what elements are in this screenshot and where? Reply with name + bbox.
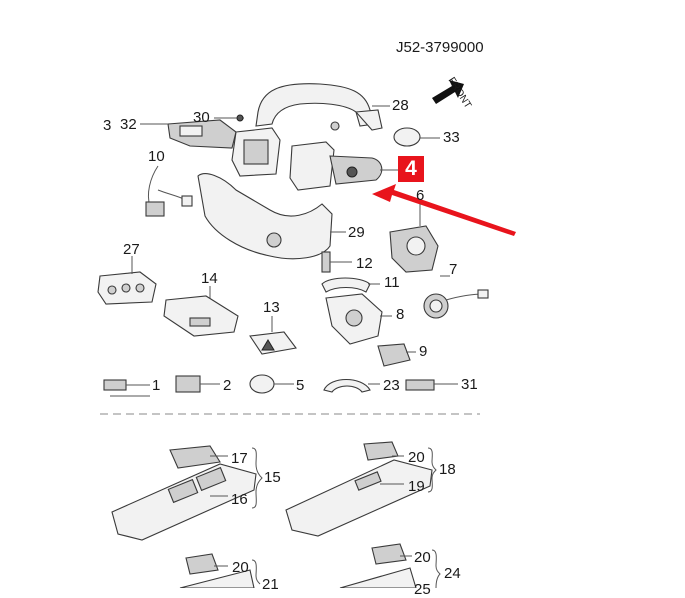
part-33-cap	[393, 127, 440, 147]
callout-25: 25	[414, 581, 431, 598]
part-11-bracket	[321, 277, 380, 293]
callout-15: 15	[264, 469, 281, 486]
callout-2: 2	[223, 377, 232, 394]
callout-11: 11	[384, 274, 400, 291]
callout-12: 12	[356, 255, 373, 272]
callout-18: 18	[439, 461, 456, 478]
callout-3: 3	[103, 117, 112, 134]
part-1-switch	[103, 379, 150, 397]
part-27-switch-panel	[97, 256, 157, 305]
part-28-upper-shroud	[256, 84, 390, 130]
callout-14: 14	[201, 270, 218, 287]
front-arrow-icon	[432, 80, 464, 104]
part-clock-spring	[214, 114, 281, 177]
part-24-window-switch-panel	[339, 543, 417, 588]
part-9-switch	[377, 343, 416, 367]
callout-9: 9	[419, 343, 428, 360]
callout-33: 33	[443, 129, 460, 146]
callout-7: 7	[449, 261, 458, 278]
part-23-clip	[323, 378, 380, 393]
callout-29: 29	[348, 224, 365, 241]
callout-5: 5	[296, 377, 305, 394]
brace-24	[431, 549, 441, 588]
callout-19: 19	[408, 478, 425, 495]
callout-20-right: 20	[414, 549, 431, 566]
callout-8: 8	[396, 306, 405, 323]
brace-15	[251, 447, 263, 509]
part-13-hazard-switch	[249, 316, 297, 355]
part-8-lock-housing	[325, 293, 392, 345]
part-18-window-switch-panel	[285, 441, 433, 537]
part-31-switch	[405, 379, 458, 391]
part-32-wiper-switch	[140, 119, 237, 149]
callout-30: 30	[193, 109, 210, 126]
part-6-ignition-lock	[389, 204, 439, 273]
part-21-window-switch-panel	[179, 553, 255, 588]
brace-21	[251, 559, 261, 585]
callout-17: 17	[231, 450, 248, 467]
callout-6: 6	[416, 187, 425, 204]
callout-20-top: 20	[408, 449, 425, 466]
part-10-sensor	[145, 165, 193, 217]
callout-20-left: 20	[232, 559, 249, 576]
part-12-bolt	[321, 251, 352, 273]
part-14-switch-module	[163, 286, 239, 337]
highlight-callout-4: 4	[398, 156, 424, 182]
part-2-switch	[175, 375, 220, 393]
callout-31: 31	[461, 376, 478, 393]
part-5-cap	[249, 374, 294, 394]
part-15-window-switch-panel	[111, 445, 257, 541]
callout-10: 10	[148, 148, 165, 165]
callout-27: 27	[123, 241, 140, 258]
brace-18	[427, 447, 437, 493]
callout-23: 23	[383, 377, 400, 394]
part-code: J52-3799000	[396, 39, 484, 56]
part-7-immobilizer-ring	[423, 275, 489, 319]
callout-16: 16	[231, 491, 248, 508]
part-4-light-switch	[289, 141, 398, 191]
callout-13: 13	[263, 299, 280, 316]
callout-1: 1	[152, 377, 161, 394]
callout-21: 21	[262, 576, 279, 593]
callout-32: 32	[120, 116, 137, 133]
highlight-arrow	[372, 184, 516, 236]
callout-28: 28	[392, 97, 409, 114]
callout-24: 24	[444, 565, 461, 582]
part-29-lower-shroud	[198, 174, 346, 259]
